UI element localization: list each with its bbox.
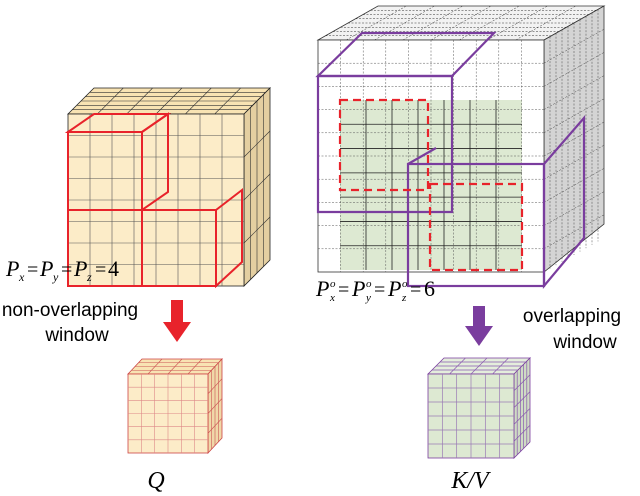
left-caption-line1: non-overlapping bbox=[2, 300, 138, 321]
kv-cube bbox=[427, 357, 531, 459]
left-caption-line2: window bbox=[44, 325, 109, 346]
dashed-window-2 bbox=[428, 182, 524, 272]
q-label: Q bbox=[147, 468, 164, 494]
left-eq-equals-1: = bbox=[27, 259, 38, 281]
right-eq-px-sub: x bbox=[329, 292, 335, 304]
right-input-cube bbox=[315, 5, 606, 290]
right-eq-px: P bbox=[315, 276, 329, 301]
right-eq-equals-2: = bbox=[374, 279, 385, 301]
left-eq-equals-2: = bbox=[61, 259, 72, 281]
overlap-window-2-side bbox=[542, 115, 586, 290]
left-eq-py: P bbox=[39, 256, 53, 281]
left-equation: P x = P y = P z = 4 bbox=[5, 256, 119, 284]
q-cube bbox=[127, 357, 223, 455]
overlap-window-1-top bbox=[315, 31, 497, 78]
left-eq-pz-sub: z bbox=[86, 270, 92, 284]
right-eq-py-sup: o bbox=[366, 278, 372, 290]
right-eq-equals-1: = bbox=[338, 279, 349, 301]
left-eq-px-sub: x bbox=[18, 270, 25, 284]
right-eq-pz: P bbox=[387, 276, 401, 301]
right-eq-pz-sub: z bbox=[401, 292, 407, 304]
left-down-arrow bbox=[163, 300, 191, 342]
kv-label: K/V bbox=[450, 468, 491, 494]
right-eq-value: 6 bbox=[424, 276, 435, 301]
left-eq-pz: P bbox=[73, 256, 87, 281]
left-eq-equals-3: = bbox=[95, 259, 106, 281]
window-front-3 bbox=[141, 112, 169, 212]
left-eq-value: 4 bbox=[108, 256, 119, 281]
right-eq-equals-3: = bbox=[410, 279, 421, 301]
right-eq-pz-sup: o bbox=[402, 278, 408, 290]
right-eq-px-sup: o bbox=[330, 278, 336, 290]
right-eq-py-sub: y bbox=[365, 292, 371, 304]
window-side bbox=[215, 187, 243, 289]
left-eq-px: P bbox=[5, 256, 19, 281]
right-equation: P o x = P o y = P o z = 6 bbox=[315, 276, 435, 304]
right-down-arrow bbox=[465, 306, 493, 346]
dashed-window-1 bbox=[338, 98, 430, 192]
right-caption-line2: window bbox=[552, 332, 617, 353]
right-caption-line1: overlapping bbox=[523, 306, 621, 327]
left-eq-py-sub: y bbox=[52, 270, 59, 284]
left-input-cube bbox=[64, 87, 271, 289]
right-eq-py: P bbox=[351, 276, 365, 301]
